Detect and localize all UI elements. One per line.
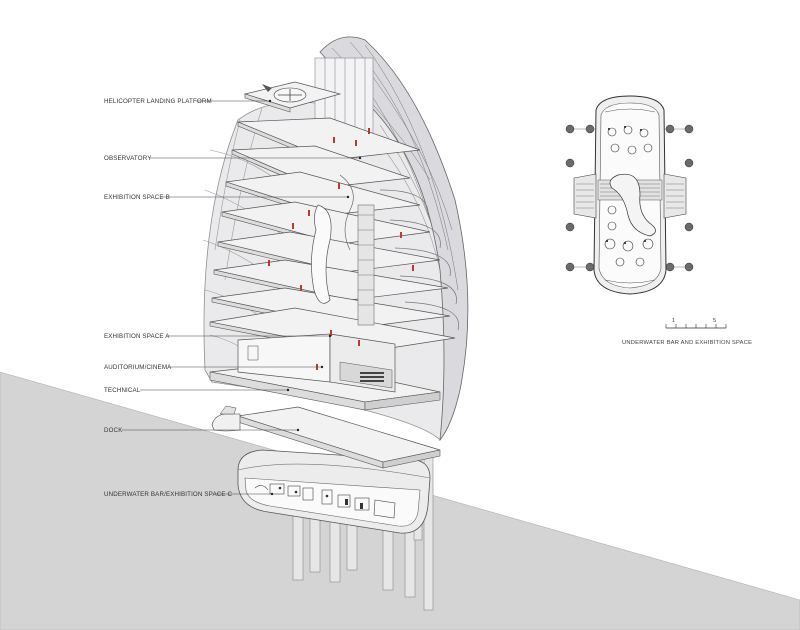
plan-caption: UNDERWATER BAR AND EXHIBITION SPACE	[622, 340, 752, 346]
label-dock: DOCK	[104, 427, 300, 434]
floor-plan	[565, 95, 694, 295]
label-dock-text: DOCK	[104, 427, 123, 434]
underwater-capsule	[237, 449, 431, 534]
auditorium-box	[237, 333, 396, 393]
label-technical-text: TECHNICAL	[104, 387, 141, 394]
label-helicopter-platform: HELICOPTER LANDING PLATFORM	[104, 98, 272, 105]
dock-slab	[211, 405, 441, 469]
label-auditorium-text: AUDITORIUM/CINEMA	[104, 364, 172, 371]
scale-label-5: 5	[713, 318, 716, 324]
scale-label-1: 1	[672, 318, 675, 324]
plan-tables	[604, 125, 654, 267]
label-underwater-text: UNDERWATER BAR/EXHIBITION SPACE C	[104, 491, 233, 498]
balcony-bands	[379, 189, 460, 331]
label-auditorium: AUDITORIUM/CINEMA	[104, 364, 324, 371]
label-technical: TECHNICAL	[104, 387, 290, 394]
helicopter-platform	[243, 81, 342, 113]
label-exhibition-b-text: EXHIBITION SPACE B	[104, 194, 170, 201]
scale-bar: 1 5	[665, 318, 727, 329]
label-observatory: OBSERVATORY	[104, 155, 362, 162]
label-exhibition-b: EXHIBITION SPACE B	[104, 194, 350, 201]
label-exhibition-a-text: EXHIBITION SPACE A	[104, 333, 170, 340]
label-underwater: UNDERWATER BAR/EXHIBITION SPACE C	[104, 491, 274, 498]
label-helicopter-text: HELICOPTER LANDING PLATFORM	[104, 98, 212, 105]
label-exhibition-a: EXHIBITION SPACE A	[104, 333, 332, 340]
spiral-sculpture	[311, 174, 375, 326]
label-observatory-text: OBSERVATORY	[104, 155, 152, 162]
